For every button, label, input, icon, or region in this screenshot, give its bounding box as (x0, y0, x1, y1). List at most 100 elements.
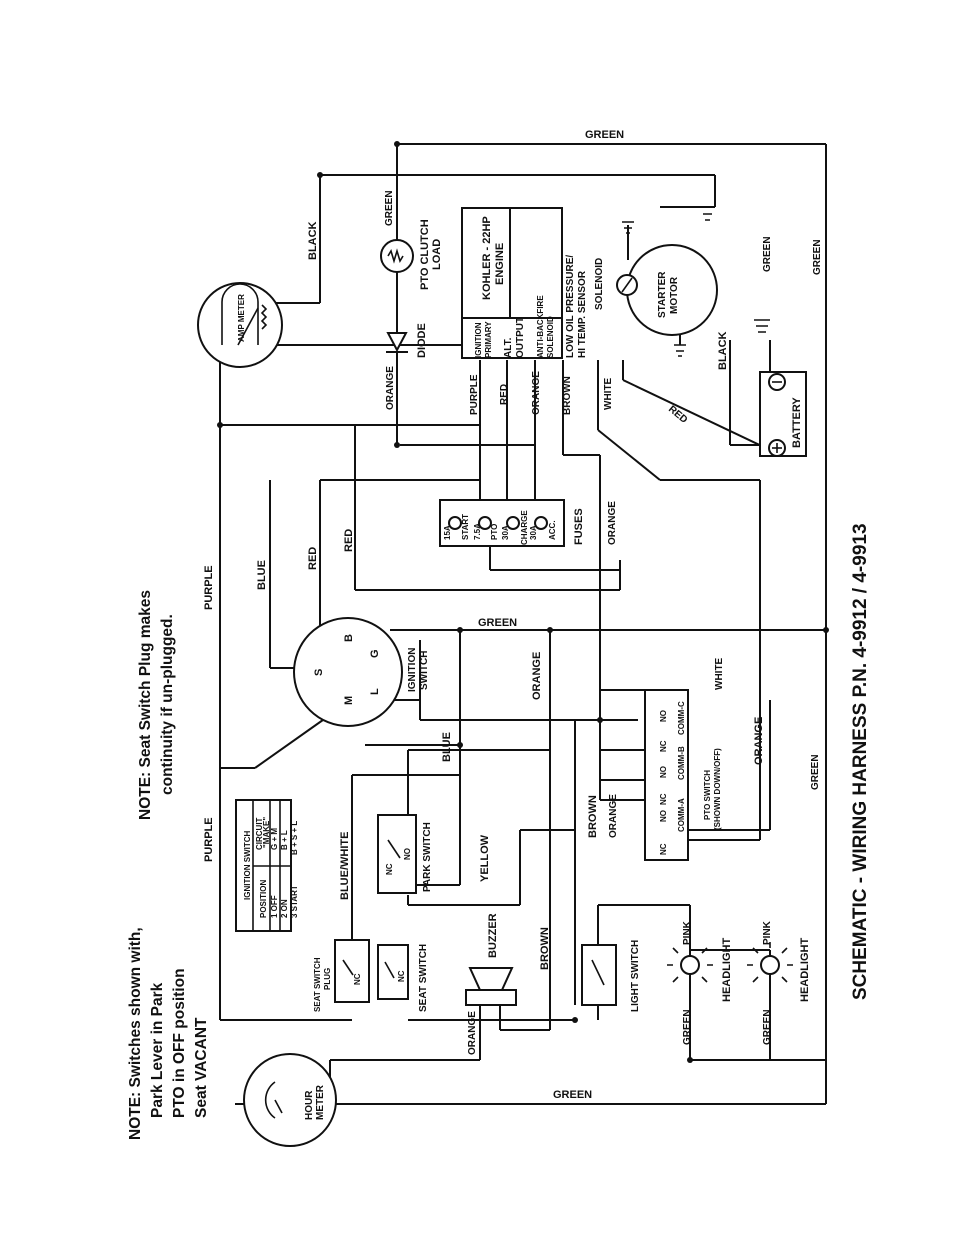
wire-green-clutch: GREEN (384, 190, 395, 226)
page-title: SCHEMATIC - WIRING HARNESS P.N. 4-9912 /… (850, 523, 871, 1000)
wire-purple-main: PURPLE (203, 565, 215, 610)
note-switches-4: Seat VACANT (193, 1017, 210, 1118)
term-oil-2: HI TEMP. SENSOR (577, 270, 588, 358)
junction-dots (217, 141, 829, 1063)
wire-black-top: BLACK (307, 221, 319, 260)
wire-orange-fuses: ORANGE (607, 501, 618, 545)
label-pto-switch-2: (SHOWN DOWN/OFF) (713, 748, 722, 830)
note-seat-2: continuity if un-plugged. (159, 614, 176, 795)
buzzer (465, 967, 517, 1006)
wire-white-mid: WHITE (714, 657, 725, 690)
pto-no-c: NO (659, 710, 668, 722)
note-switches-2: Park Lever in Park (149, 982, 166, 1118)
tbl-row3-pos: 3 START (290, 885, 299, 918)
tbl-header: IGNITION SWITCH (243, 830, 252, 900)
fuse-3-amp: 30A (501, 525, 510, 540)
ground-symbols (622, 206, 770, 357)
wire-purple-lower: PURPLE (203, 817, 215, 862)
label-hour-meter-1: HOUR (304, 1090, 315, 1120)
light-switch (581, 944, 617, 1006)
seat-switch (377, 944, 409, 1000)
label-seat-plug-2: PLUG (323, 968, 332, 990)
wire-green-headlight-2: GREEN (762, 1009, 773, 1045)
starter-motor (616, 244, 718, 336)
tbl-col-position: POSITION (259, 880, 268, 918)
wire-brown-engine: BROWN (562, 376, 573, 415)
pto-clutch-load (380, 239, 414, 273)
battery (759, 371, 807, 457)
label-diode: DIODE (416, 323, 428, 358)
label-solenoid: SOLENOID (594, 258, 605, 310)
wire-orange-right: ORANGE (753, 717, 765, 765)
pto-switch (644, 689, 689, 861)
wire-white-engine: WHITE (603, 377, 614, 410)
tbl-row1-circuit: G + M (270, 828, 279, 850)
wire-blue-mid: BLUE (441, 732, 453, 762)
wire-black-battery: BLACK (717, 331, 729, 370)
label-pto-clutch-1: PTO CLUTCH (419, 219, 431, 290)
park-switch (377, 814, 417, 894)
fuse-2-amp: 7.5A (473, 523, 482, 540)
fuse-1-amp: 15A (443, 525, 452, 540)
diode-symbol (386, 332, 408, 353)
wire-orange-engine: ORANGE (531, 371, 542, 415)
wire-green-top: GREEN (585, 129, 624, 141)
wire-green-bottom: GREEN (553, 1089, 592, 1101)
headlight-2 (747, 942, 793, 988)
tbl-row1-pos: 1 OFF (270, 895, 279, 918)
label-park-switch: PARK SWITCH (422, 822, 433, 892)
labels: GREEN GREEN BLACK GREEN PTO CLUTCH LOAD … (127, 129, 871, 1140)
label-starter-1: STARTER (657, 271, 668, 318)
term-ign-1: IGNITION (474, 322, 483, 358)
pto-no-a: NO (659, 810, 668, 822)
tbl-col-circuit-1: CIRCUIT (255, 817, 264, 850)
hour-meter (243, 1053, 337, 1147)
wire-orange-pto: ORANGE (608, 794, 619, 838)
wire-yellow: YELLOW (479, 834, 491, 882)
label-seat-switch: SEAT SWITCH (418, 944, 429, 1012)
wire-green-solenoid: GREEN (762, 236, 773, 272)
pto-nc-a: NC (659, 843, 668, 855)
wire-pink-2: PINK (762, 920, 773, 945)
seat-switch-nc: NC (397, 970, 406, 982)
label-engine-1: KOHLER - 22HP (481, 216, 493, 300)
headlight-1 (667, 942, 713, 988)
pto-comm-b: COMM-B (677, 746, 686, 780)
wire-blue-top: BLUE (256, 560, 268, 590)
wire-orange-buzzer: ORANGE (467, 1011, 478, 1055)
wire-brown-lower: BROWN (539, 927, 551, 970)
wire-pink-1: PINK (682, 920, 693, 945)
ign-term-b: B (343, 634, 355, 642)
label-amp-meter: AMP METER (237, 294, 246, 342)
label-engine-2: ENGINE (494, 243, 506, 285)
wire-green-headlight-1: GREEN (682, 1009, 693, 1045)
label-ignition-1: IGNITION (407, 648, 418, 692)
pto-nc-b: NC (659, 793, 668, 805)
fuse-block (439, 499, 565, 547)
park-no: NO (403, 848, 412, 860)
wire-purple-engine: PURPLE (469, 374, 480, 415)
term-anti-2: SOLENOID (546, 316, 555, 358)
wire-orange-diode: ORANGE (385, 366, 396, 410)
seat-switch-plug (334, 939, 370, 1003)
note-switches-1: NOTE: Switches shown with, (127, 927, 144, 1140)
wire-orange-mid: ORANGE (531, 652, 543, 700)
wire-red-battery: RED (666, 404, 689, 426)
note-seat-1: NOTE: Seat Switch Plug makes (137, 590, 154, 820)
park-nc: NC (385, 863, 394, 875)
pto-comm-a: COMM-A (677, 798, 686, 832)
wire-green-mid: GREEN (478, 617, 517, 629)
ign-term-l: L (369, 688, 381, 695)
tbl-row2-circuit: B + L (280, 830, 289, 850)
term-alt-2: OUTPUT (515, 317, 526, 358)
pto-comm-c: COMM-C (677, 701, 686, 735)
label-light-switch: LIGHT SWITCH (630, 940, 641, 1012)
tbl-row3-circuit: B + S + L (290, 821, 299, 855)
ign-term-s: S (313, 669, 325, 676)
fuse-4-name: ACC. (548, 520, 557, 540)
label-fuses: FUSES (573, 508, 585, 545)
wire-green-right: GREEN (812, 239, 823, 275)
term-anti-1: ANTI-BACKFIRE (536, 295, 545, 358)
